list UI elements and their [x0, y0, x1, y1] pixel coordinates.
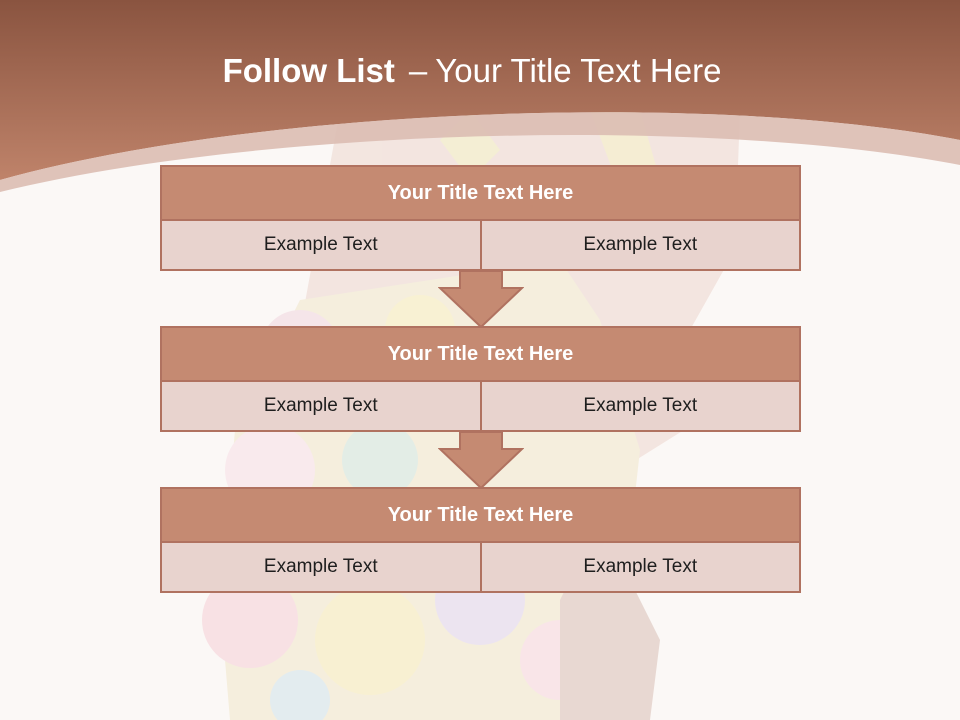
- list-block: Your Title Text Here Example Text Exampl…: [160, 165, 801, 271]
- down-arrow-icon: [438, 270, 524, 328]
- title-bold: Follow List: [222, 52, 395, 89]
- block-row: Example Text Example Text: [160, 543, 801, 593]
- slide-title: Follow List–Your Title Text Here: [0, 52, 944, 90]
- block-row: Example Text Example Text: [160, 382, 801, 432]
- block-row: Example Text Example Text: [160, 221, 801, 271]
- block-cell-left: Example Text: [263, 395, 378, 416]
- block-title: Your Title Text Here: [160, 326, 801, 382]
- down-arrow-icon: [438, 431, 524, 489]
- list-block: Your Title Text Here Example Text Exampl…: [160, 326, 801, 432]
- title-rest: Your Title Text Here: [435, 52, 722, 89]
- block-title: Your Title Text Here: [160, 165, 801, 221]
- block-cell-right: Example Text: [479, 382, 800, 430]
- block-cell-right: Example Text: [479, 543, 800, 591]
- block-cell-left: Example Text: [263, 556, 378, 577]
- block-cell-right: Example Text: [479, 221, 800, 269]
- block-cell-left: Example Text: [263, 234, 378, 255]
- block-title: Your Title Text Here: [160, 487, 801, 543]
- title-dash: –: [408, 52, 428, 89]
- list-block: Your Title Text Here Example Text Exampl…: [160, 487, 801, 593]
- header-band: [0, 0, 960, 192]
